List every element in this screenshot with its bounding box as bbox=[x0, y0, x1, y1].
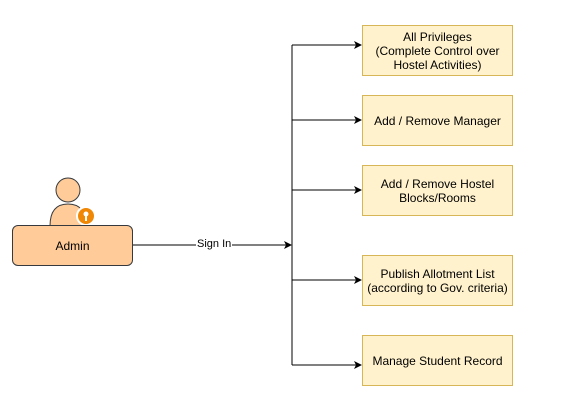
privilege-all-label: All Privileges (Complete Control over Ho… bbox=[375, 29, 500, 72]
admin-actor-box: Admin bbox=[12, 225, 133, 266]
privilege-blocks: Add / Remove Hostel Blocks/Rooms bbox=[362, 165, 513, 216]
privilege-student-label: Manage Student Record bbox=[372, 353, 503, 368]
privilege-manager: Add / Remove Manager bbox=[362, 95, 513, 146]
sign-in-label: Sign In bbox=[196, 237, 233, 251]
admin-label: Admin bbox=[55, 238, 90, 253]
privilege-blocks-label: Add / Remove Hostel Blocks/Rooms bbox=[380, 176, 495, 205]
privilege-all: All Privileges (Complete Control over Ho… bbox=[362, 25, 513, 76]
privilege-manager-label: Add / Remove Manager bbox=[374, 113, 501, 128]
privilege-allotment-label: Publish Allotment List (according to Gov… bbox=[367, 266, 508, 295]
privilege-student: Manage Student Record bbox=[362, 335, 513, 386]
admin-user-key-icon bbox=[49, 177, 96, 227]
privilege-allotment: Publish Allotment List (according to Gov… bbox=[362, 255, 513, 306]
